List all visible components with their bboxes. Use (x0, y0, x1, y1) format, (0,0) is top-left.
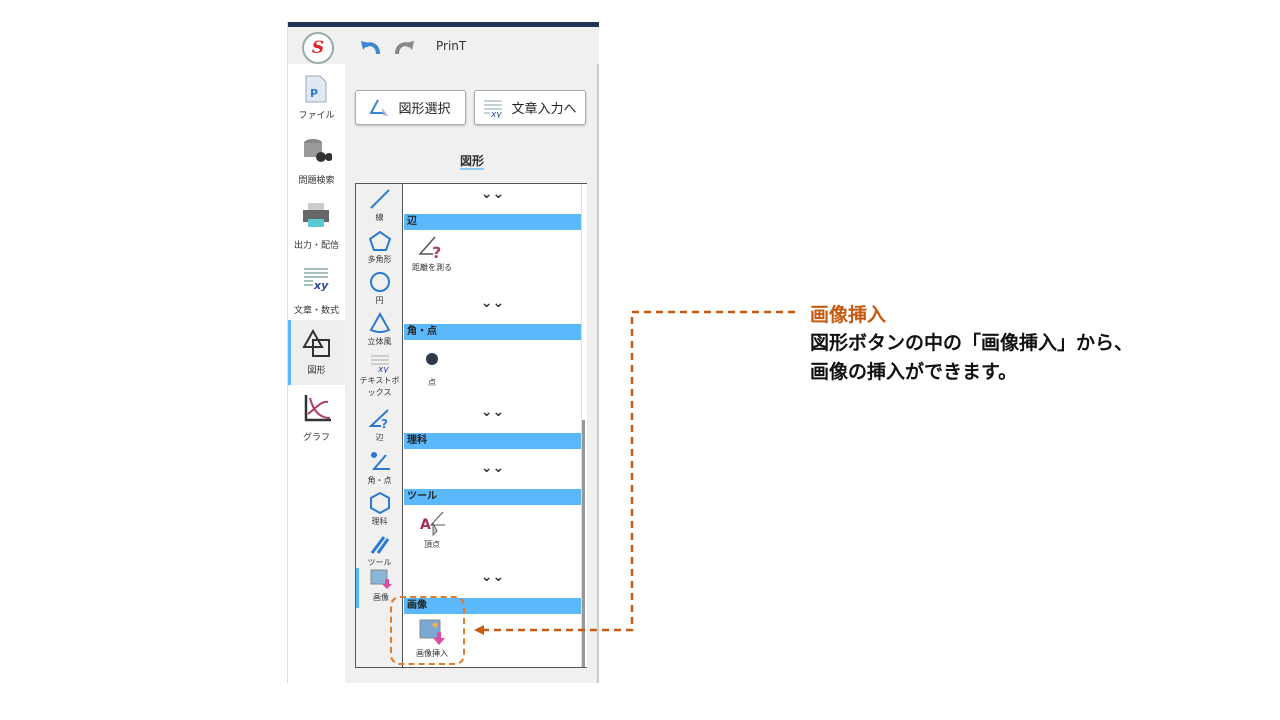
highlight-box (390, 596, 465, 665)
app-window: S PrinT P ファイル 問題検索 出力・配信 xy 文章・数式 図形 グラ… (287, 22, 599, 683)
callout-arrow (474, 310, 795, 635)
graph-icon (304, 395, 331, 422)
section-header-image: 画像 (404, 598, 581, 614)
text-xy-icon: xy (484, 100, 503, 118)
database-search-icon (304, 139, 332, 162)
image-insert-icon (419, 619, 445, 645)
callout-title: 画像挿入 (810, 304, 887, 326)
category-edge[interactable]: ?辺 (356, 408, 403, 443)
category-science[interactable]: 理科 (356, 491, 403, 527)
chevron-down-icon[interactable]: ⌄⌄ (480, 186, 505, 202)
category-image[interactable]: 画像 (356, 568, 403, 608)
sidebar-item-output[interactable]: 出力・配信 (288, 198, 345, 262)
sidebar: P ファイル 問題検索 出力・配信 xy 文章・数式 図形 グラフ (288, 64, 345, 683)
section-title: 図形 (459, 154, 484, 170)
point-tool[interactable]: 点 (406, 351, 458, 388)
text-xy-icon: xy (304, 268, 329, 292)
sidebar-item-text[interactable]: xy 文章・数式 (288, 262, 345, 326)
sidebar-item-shapes[interactable]: 図形 (288, 320, 345, 385)
printer-icon (303, 203, 329, 227)
app-logo[interactable]: S (302, 32, 334, 64)
vertex-label-icon: A (420, 511, 445, 537)
undo-icon[interactable] (360, 37, 382, 57)
section-header-angle-point: 角・点 (404, 324, 581, 340)
scrollbar-thumb[interactable] (582, 420, 585, 667)
sidebar-item-file[interactable]: P ファイル (288, 70, 345, 134)
measure-distance-tool[interactable]: ?距離を測る (406, 234, 458, 273)
svg-text:?: ? (432, 243, 441, 260)
svg-text:xy: xy (313, 279, 329, 292)
svg-text:xy: xy (490, 110, 502, 118)
section-header-science: 理科 (404, 433, 581, 449)
line-icon (369, 189, 390, 209)
category-angle-point[interactable]: 角・点 (356, 451, 403, 486)
pentagon-icon (368, 230, 391, 251)
category-circle[interactable]: 円 (356, 271, 403, 306)
circle-icon (369, 272, 390, 292)
measure-edge-icon: ? (367, 409, 389, 431)
svg-text:A: A (420, 517, 431, 533)
redo-icon[interactable] (393, 37, 415, 57)
app-title: PrinT (436, 39, 467, 53)
section-header-tools: ツール (404, 489, 581, 505)
file-icon: P (305, 75, 327, 103)
chevron-down-icon[interactable]: ⌄⌄ (480, 404, 505, 420)
svg-text:P: P (310, 87, 318, 100)
to-text-button[interactable]: xy 文章入力へ (474, 90, 586, 125)
select-shape-button[interactable]: 図形選択 (355, 90, 466, 125)
callout-line-2: 画像の挿入ができます。 (810, 361, 1018, 383)
sidebar-item-search[interactable]: 問題検索 (288, 134, 345, 198)
section-header-edge: 辺 (404, 214, 581, 230)
category-tools[interactable]: ツール (356, 533, 403, 568)
callout-line-1: 図形ボタンの中の「画像挿入」から、 (810, 332, 1134, 354)
image-insert-tool[interactable]: 画像挿入 (406, 618, 458, 659)
chevron-down-icon[interactable]: ⌄⌄ (480, 460, 505, 476)
category-polygon[interactable]: 多角形 (356, 230, 403, 265)
cone-icon (369, 311, 390, 333)
angle-point-icon (370, 452, 390, 470)
category-line[interactable]: 線 (356, 188, 403, 223)
chevron-down-icon[interactable]: ⌄⌄ (480, 295, 505, 311)
tools-icon (370, 536, 389, 554)
chevron-down-icon[interactable]: ⌄⌄ (480, 569, 505, 585)
hexagon-icon (369, 491, 390, 515)
shapes-icon (302, 329, 330, 357)
text-xy-icon: xy (370, 355, 389, 375)
triangle-cursor-icon (370, 99, 389, 116)
header: S PrinT (288, 27, 599, 64)
point-icon (426, 353, 438, 365)
title-bar (288, 22, 599, 27)
svg-text:?: ? (381, 417, 388, 430)
category-3d[interactable]: 立体風 (356, 311, 403, 347)
image-insert-icon (370, 569, 392, 589)
measure-distance-icon: ? (418, 236, 441, 262)
svg-text:xy: xy (377, 365, 389, 373)
sidebar-item-graph[interactable]: グラフ (288, 392, 345, 456)
